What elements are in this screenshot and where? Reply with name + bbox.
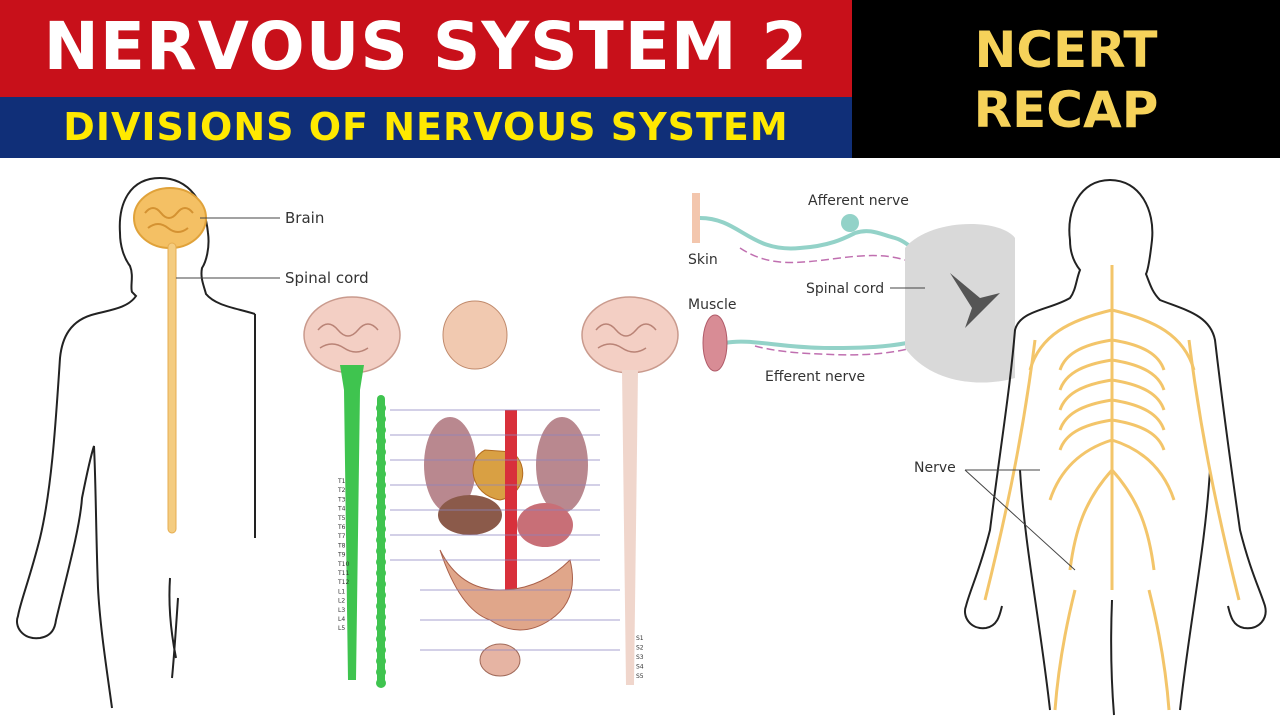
muscle-shape [702,314,728,372]
segment-label: L4 [338,616,345,623]
segment-label: T8 [337,542,346,549]
sacral-segment-label: S3 [636,654,644,661]
segment-label: T7 [337,533,346,540]
sacral-segment-label: S2 [636,645,644,652]
ganglion-node [376,634,386,644]
ganglion-node [376,414,386,424]
segment-label: L2 [338,598,345,605]
right-lung-shape [536,417,588,513]
skin-label: Skin [688,252,718,268]
ncert-recap-badge: NCERT RECAP [852,20,1280,140]
spinal-cord-label: Spinal cord [806,281,884,297]
title-banner [0,0,852,97]
skin-layer [692,193,700,243]
spinal-cord-label: Spinal cord [285,269,369,287]
ganglion-node [376,502,386,512]
face-shape [442,300,508,370]
stomach-shape [517,503,573,547]
muscle-label: Muscle [688,297,736,313]
bladder-shape [479,643,521,677]
ganglion-node [376,623,386,633]
spinal-cord-section [905,224,1015,383]
liver-shape [438,495,502,535]
right-brain-folds [595,323,657,353]
connection-lines [390,409,620,651]
nerve-network [983,265,1241,711]
segment-label: L3 [338,607,345,614]
ganglion-node [376,678,386,688]
reflex-arc-diagram: Afferent nerve Skin Spinal cord Muscle E… [688,193,1015,385]
ganglion-node [376,667,386,677]
ganglion-node [376,656,386,666]
segment-label: T12 [337,579,349,586]
segment-label: T1 [337,478,346,485]
segment-label: T11 [337,570,349,577]
segment-label: T4 [337,506,346,513]
nerve-pointer-2 [964,469,1076,571]
ganglion-node [376,590,386,600]
grey-matter [950,273,1000,328]
page-title: NERVOUS SYSTEM 2 [43,8,809,85]
sacral-segment-label: S4 [636,664,644,671]
green-brainstem [340,365,364,680]
efferent-nerve-label: Efferent nerve [765,369,865,385]
brain-folds [144,207,194,233]
ganglion-node [376,480,386,490]
aorta-shape [505,410,517,600]
left-brain-folds [317,323,379,353]
ganglion-node [376,535,386,545]
body-leg-inner [168,577,179,679]
afferent-ganglion [841,214,859,232]
segment-label: L5 [338,625,345,632]
ganglion-node [376,524,386,534]
sympathetic-chain [376,395,386,688]
subtitle-banner [0,97,852,158]
pns-body-outline [964,179,1267,630]
ganglion-node [376,425,386,435]
segment-label: T10 [337,561,349,568]
segment-label: T5 [337,515,346,522]
segment-label: T2 [337,487,346,494]
ganglion-node [376,568,386,578]
ganglion-node [376,557,386,567]
ganglion-node [376,469,386,479]
right-spinal-cord [622,370,638,685]
ganglion-node [376,403,386,413]
ganglion-node [376,436,386,446]
segment-label: T6 [337,524,346,531]
ganglion-node [376,601,386,611]
afferent-arrow [739,247,946,284]
segment-label: L1 [338,588,345,595]
pns-diagram: Nerve [914,179,1267,716]
afferent-nerve-label: Afferent nerve [808,193,909,209]
ganglion-node [376,513,386,523]
badge-banner [852,0,1280,158]
badge-line-1: NCERT [974,21,1158,79]
pns-legs [1019,469,1211,716]
sacral-segment-label: S1 [636,635,644,642]
segment-label: T9 [337,552,346,559]
ganglion-node [376,612,386,622]
ganglion-node [376,546,386,556]
ganglion-node [376,447,386,457]
brain-label: Brain [285,209,324,227]
efferent-arrow [754,337,941,356]
sacral-segment-label: S5 [636,673,644,680]
nerve-label: Nerve [914,460,956,476]
ganglion-node [376,458,386,468]
ganglion-node [376,491,386,501]
segment-label: T3 [337,496,346,503]
ganglion-node [376,645,386,655]
badge-line-2: RECAP [973,81,1159,139]
spinal-cord-shape [167,242,177,534]
ganglion-node [376,579,386,589]
body-outline [16,177,161,709]
left-lung-shape [424,417,476,513]
cns-diagram: Brain Spinal cord [16,177,369,709]
page-subtitle: DIVISIONS OF NERVOUS SYSTEM [63,105,789,149]
